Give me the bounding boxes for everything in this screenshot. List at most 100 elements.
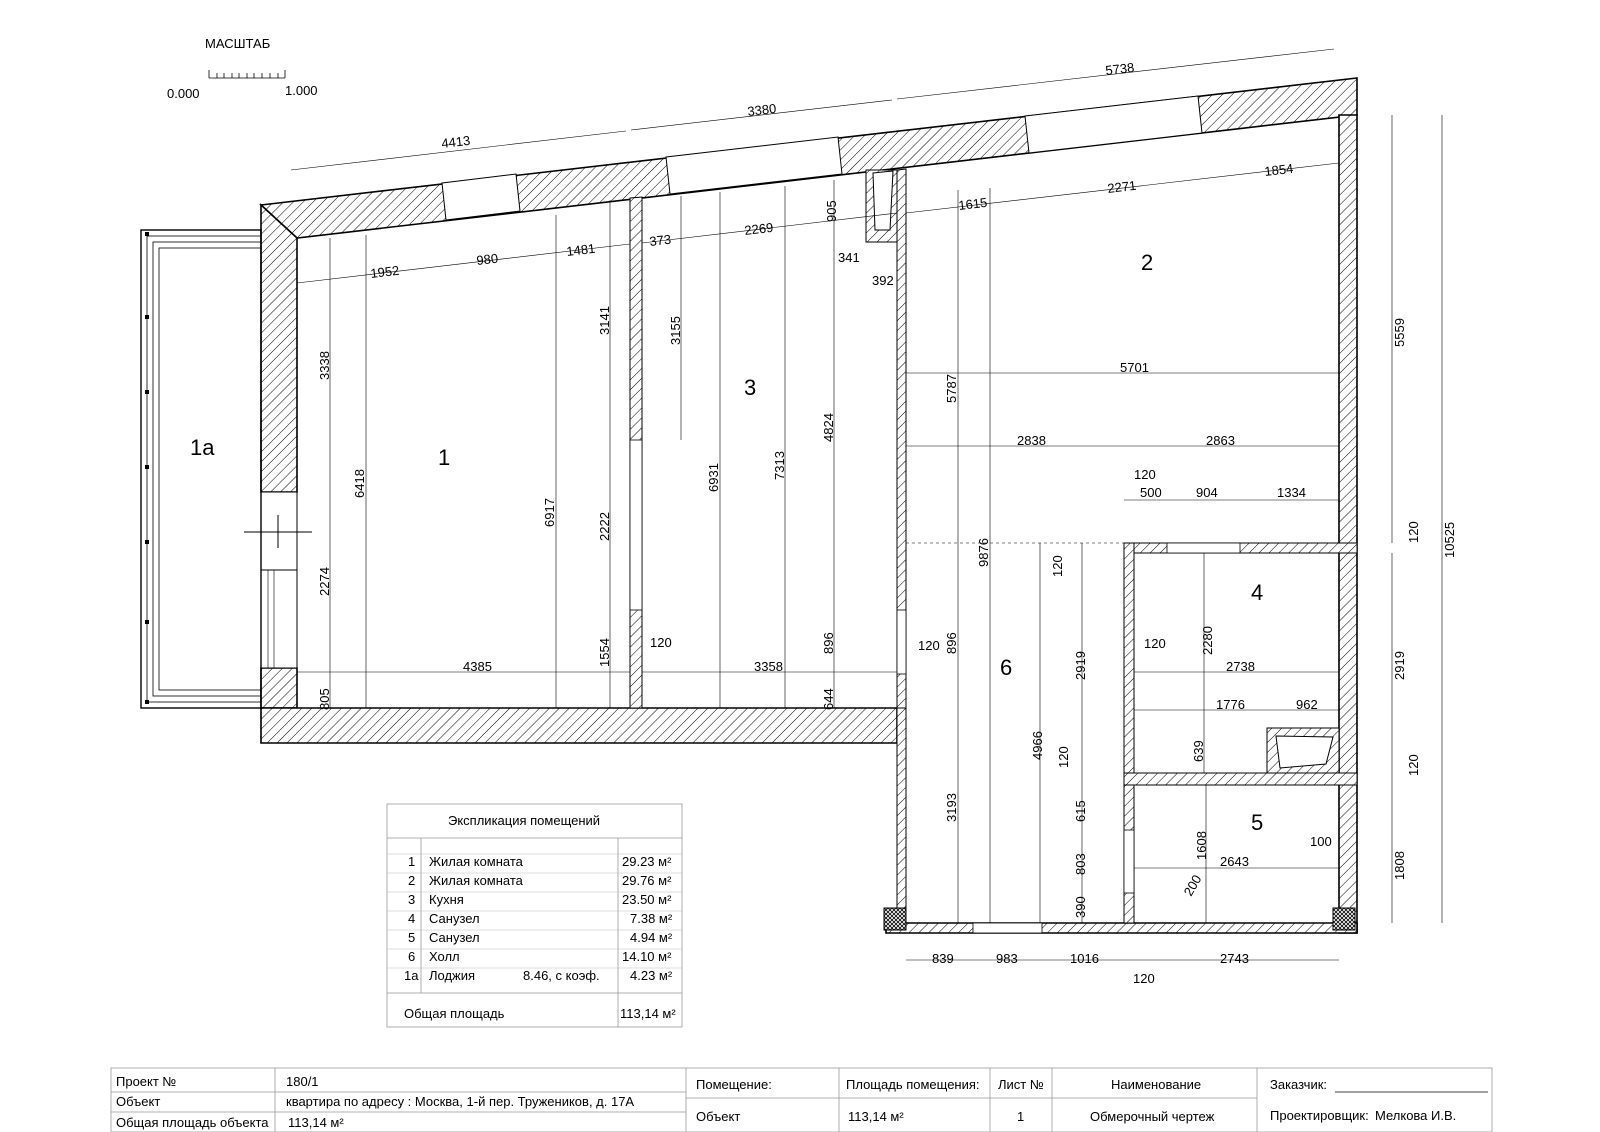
dim-bottom-4: 120 <box>1133 971 1155 986</box>
dim-bath-14: 2919 <box>1392 651 1407 680</box>
tb-total-value: 113,14 м² <box>288 1115 344 1130</box>
dim-room3-8: 896 <box>944 632 959 654</box>
dim-room1-3: 805 <box>317 688 332 710</box>
dim-inner-top-0: 1952 <box>370 263 400 281</box>
tb-project-label: Проект № <box>116 1074 176 1089</box>
dim-inner-top-4: 2269 <box>744 220 774 238</box>
tb-object-value: квартира по адресу : Москва, 1-й пер. Тр… <box>286 1094 634 1109</box>
exterior-walls <box>244 77 1358 934</box>
dim-bath-17: 2643 <box>1220 854 1249 869</box>
dim-bottom-3: 2743 <box>1220 951 1249 966</box>
bottom-wall-right <box>885 922 1358 934</box>
tb-room-label: Помещение: <box>696 1077 772 1092</box>
dim-inner-top-2: 1481 <box>566 241 596 259</box>
interior-walls <box>629 168 1358 934</box>
dim-inner-top-1: 980 <box>476 251 499 268</box>
dim-bath-8: 2919 <box>1073 651 1088 680</box>
loggia <box>140 229 262 709</box>
dim-bath-24: 390 <box>1073 896 1088 918</box>
dim-bath-3: 1334 <box>1277 485 1306 500</box>
dim-room3-7: 120 <box>918 638 940 653</box>
expl-name-4: Санузел <box>429 930 480 945</box>
expl-num-6: 1а <box>404 968 419 983</box>
tb-sheet-value: 1 <box>1017 1109 1024 1124</box>
wall-room3-room2 <box>896 168 907 709</box>
dim-room3-1: 6931 <box>706 463 721 492</box>
dim-bath-23: 803 <box>1073 853 1088 875</box>
left-wall-upper <box>260 203 298 493</box>
dim-room2-0: 5787 <box>944 374 959 403</box>
room-label-3: 3 <box>744 375 756 400</box>
dim-bath-12: 120 <box>1056 746 1071 768</box>
tb-room-area-label: Площадь помещения: <box>846 1077 980 1092</box>
tb-total-label: Общая площадь объекта <box>116 1115 269 1130</box>
room-label-5: 5 <box>1251 810 1263 835</box>
dim-room2-5: 5559 <box>1392 318 1407 347</box>
expl-area-4: 4.94 м² <box>630 930 673 945</box>
dim-bottom-1: 983 <box>996 951 1018 966</box>
expl-name-5: Холл <box>429 949 460 964</box>
dim-room1-1: 6418 <box>352 469 367 498</box>
title-block: Проект № 180/1 Объект квартира по адресу… <box>110 1067 1493 1132</box>
room-label-1a: 1а <box>190 435 215 460</box>
expl-area-5: 14.10 м² <box>622 949 672 964</box>
room-label-4: 4 <box>1251 580 1263 605</box>
dim-top-1: 3380 <box>747 101 777 119</box>
dim-room3-0: 3155 <box>668 316 683 345</box>
dim-bath-25: 3193 <box>944 793 959 822</box>
dim-bottom-2: 1016 <box>1070 951 1099 966</box>
dim-bath-0: 120 <box>1134 467 1156 482</box>
dim-inner-top-5: 905 <box>824 200 839 222</box>
dim-bath-21: 4966 <box>1030 731 1045 760</box>
expl-total-label: Общая площадь <box>404 1006 505 1021</box>
expl-area-3: 7.38 м² <box>630 911 673 926</box>
dim-bath-4: 120 <box>1050 555 1065 577</box>
dim-inner-top-9: 2271 <box>1107 178 1137 196</box>
window-room2 <box>1024 95 1203 154</box>
dim-room3-5: 644 <box>821 688 836 710</box>
dim-bath-9: 1776 <box>1216 697 1245 712</box>
room-label-6: 6 <box>1000 655 1012 680</box>
dim-bath-15: 120 <box>1144 636 1166 651</box>
scale-min: 0.000 <box>167 86 200 101</box>
dim-bath-10: 962 <box>1296 697 1318 712</box>
dim-room1-4: 6917 <box>542 498 557 527</box>
dim-room2-2: 2838 <box>1017 433 1046 448</box>
explication-table: Экспликация помещений 1 Жилая комната 29… <box>386 803 683 1028</box>
expl-name-0: Жилая комната <box>429 854 524 869</box>
dim-bath-13: 120 <box>1406 754 1421 776</box>
dim-bottom-0: 839 <box>932 951 954 966</box>
expl-num-0: 1 <box>408 854 415 869</box>
dimension-lines <box>290 48 1443 961</box>
tb-project-value: 180/1 <box>286 1074 319 1089</box>
scale-bar: МАСШТАБ 0.000 1.000 <box>167 36 318 101</box>
dim-room2-4: 9876 <box>976 538 991 567</box>
dim-bath-18: 100 <box>1310 834 1332 849</box>
dim-inner-top-6: 341 <box>838 250 860 265</box>
expl-note-6: 8.46, с коэф. <box>523 968 600 983</box>
dim-inner-top-3: 373 <box>649 232 672 249</box>
expl-area-6: 4.23 м² <box>630 968 673 983</box>
dim-room1-8: 4385 <box>463 659 492 674</box>
dim-room3-6: 3358 <box>754 659 783 674</box>
dim-room1-0: 3338 <box>317 351 332 380</box>
expl-area-2: 23.50 м² <box>622 892 672 907</box>
dim-top-2: 5738 <box>1105 60 1135 78</box>
wall-bath4-bath5 <box>1123 772 1358 786</box>
explication-title: Экспликация помещений <box>448 813 600 828</box>
tb-room-area-value: 113,14 м² <box>848 1109 904 1124</box>
expl-num-2: 3 <box>408 892 415 907</box>
tb-sheet-label: Лист № <box>998 1077 1044 1092</box>
room-label-2: 2 <box>1141 250 1153 275</box>
dim-bath-1: 500 <box>1140 485 1162 500</box>
dim-room1-2: 2274 <box>317 567 332 596</box>
room-label-1: 1 <box>438 445 450 470</box>
dim-room3-2: 7313 <box>772 451 787 480</box>
bottom-wall-left <box>260 707 898 744</box>
dim-bath-5: 120 <box>1406 521 1421 543</box>
tb-customer-label: Заказчик: <box>1270 1077 1327 1092</box>
dim-room2-1: 5701 <box>1120 360 1149 375</box>
dim-room1-9: 120 <box>650 635 672 650</box>
dim-bath-11: 639 <box>1191 740 1206 762</box>
